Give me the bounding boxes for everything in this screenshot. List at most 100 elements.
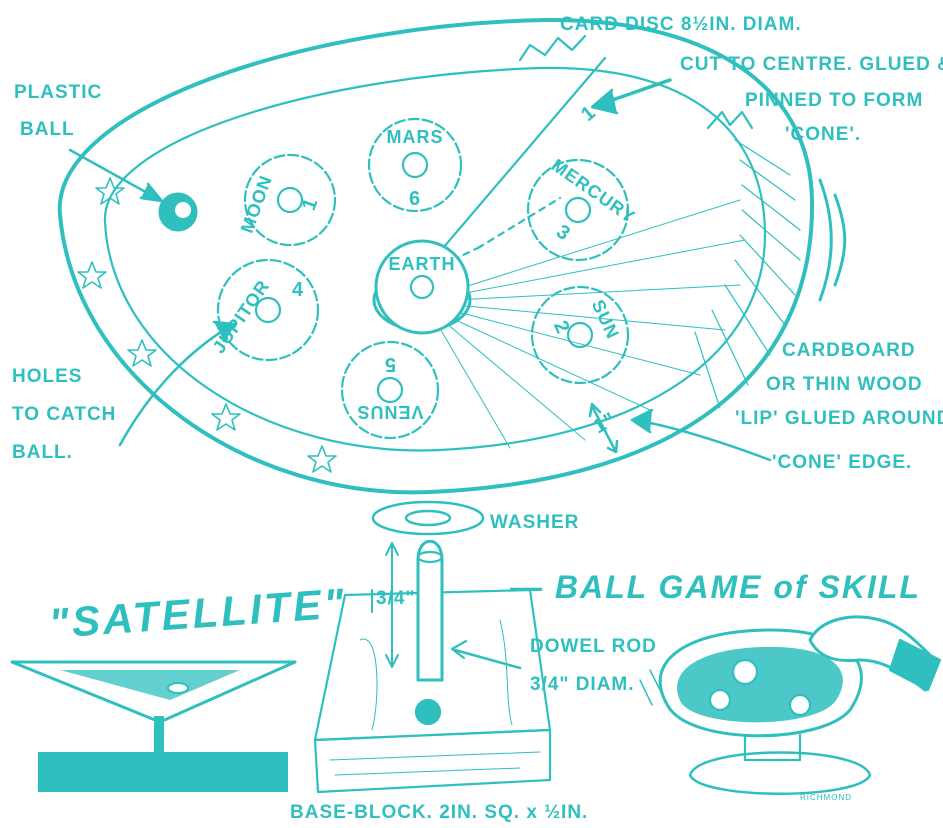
hole-sun: [530, 285, 630, 385]
hole-center: [566, 321, 594, 349]
hole-center: [376, 376, 404, 404]
side-view-ball: [167, 682, 189, 694]
arrowhead-icon: [450, 639, 468, 660]
hole-ring: [367, 117, 463, 213]
hole-label-earth: EARTH: [389, 254, 456, 274]
hole-mercury: [526, 158, 630, 262]
hole-ring: [374, 239, 470, 335]
holes-label-line1: HOLES: [12, 366, 82, 387]
dowel-top: [416, 550, 444, 564]
dowel-label-line1: DOWEL ROD: [530, 636, 657, 657]
cone-shading: [694, 139, 801, 409]
plastic-ball-highlight: [175, 202, 191, 218]
artist-signature: RICHMOND: [800, 793, 852, 802]
holes-label-line2: TO CATCH: [12, 404, 116, 425]
mini-disc-inner: [676, 646, 843, 723]
mini-hole: [708, 688, 732, 712]
rim-motion-lines: [818, 178, 847, 302]
hole-label-venus: VENUS: [356, 402, 423, 422]
hole-jupitor: [216, 258, 320, 362]
washer-label: WASHER: [490, 512, 579, 533]
washer-outer: [371, 500, 485, 536]
dowel-rod: [414, 539, 444, 726]
star-decorations: [77, 177, 337, 473]
radial-fold-lines: [434, 199, 746, 449]
hole-ring: [216, 258, 320, 362]
game-title: "SATELLITE": [47, 579, 348, 647]
washer: [371, 500, 485, 536]
side-view-cone: [10, 660, 297, 724]
lip-label-line4: 'CONE' EDGE.: [772, 452, 912, 473]
star-icon: [95, 177, 125, 205]
hole-center: [254, 296, 282, 324]
arrowhead-icon: [630, 408, 654, 434]
hole-ring: [243, 153, 337, 247]
star-icon: [307, 445, 337, 473]
side-view-cone-shading: [60, 670, 240, 700]
lip-label-line2: OR THIN WOOD: [766, 374, 923, 395]
hole-venus: [340, 340, 440, 440]
lip-label-line1: CARDBOARD: [782, 340, 916, 361]
hole-points-mars: 6: [409, 188, 421, 210]
leader-arrows: [68, 78, 772, 462]
card-disc: [57, 17, 847, 495]
wood-grain: [329, 619, 541, 776]
plastic-ball-label-line2: BALL: [20, 119, 75, 140]
base-block: [313, 588, 552, 794]
arrowhead-icon: [212, 320, 236, 343]
hole-ring: [340, 340, 440, 440]
hole-points-sun: 2: [549, 317, 574, 337]
mini-base: [688, 751, 872, 795]
lip-width-dimension: [590, 404, 617, 452]
star-icon: [127, 339, 157, 367]
arrowhead-icon: [590, 88, 619, 115]
arrow-holes: [118, 323, 234, 447]
holes-label-line3: BALL.: [12, 442, 73, 463]
side-view-base: [38, 752, 288, 792]
game-slogan: — BALL GAME of SKILL: [509, 569, 921, 605]
motion-lines: [639, 669, 666, 706]
hole-points-venus: 5: [384, 353, 396, 375]
hole-points-jupitor: 4: [292, 279, 304, 301]
dowel-label-line2: 3/4" DIAM.: [530, 674, 635, 695]
disc-outer-rim: [57, 17, 815, 495]
lip-label-line3: 'LIP' GLUED AROUND: [735, 408, 943, 429]
hole-mars: [367, 117, 463, 213]
star-icon: [211, 403, 241, 431]
height-label: 3/4": [376, 588, 415, 609]
plastic-ball-label-line1: PLASTIC: [14, 82, 102, 103]
star-icon: [77, 261, 107, 289]
side-view-diagram: [10, 660, 297, 792]
hole-center: [401, 151, 429, 179]
hole-points-moon: 1: [298, 194, 323, 213]
side-view-dowel: [154, 716, 164, 756]
arrowhead-icon: [139, 182, 164, 203]
mini-stand: [743, 733, 802, 762]
hand-cuff: [888, 638, 942, 692]
hole-label-moon: MOON: [237, 172, 276, 235]
card-disc-label-line1: CARD DISC 8½IN. DIAM.: [560, 14, 802, 35]
hole-moon: [243, 153, 337, 247]
disc-inner-rim: [103, 66, 767, 452]
height-dimension: [371, 542, 399, 668]
hole-points-mercury: 3: [552, 221, 575, 246]
arrow-dowel: [453, 648, 522, 670]
base-label: BASE-BLOCK. 2IN. SQ. x ½IN.: [290, 802, 588, 823]
hole-label-mars: MARS: [387, 127, 444, 147]
cut-lines: [418, 56, 607, 277]
arrowhead-icon: [588, 402, 602, 418]
mini-hole: [731, 658, 759, 686]
arrowhead-icon: [606, 439, 619, 454]
dowel-body: [416, 539, 444, 682]
washer-hole: [404, 509, 452, 527]
card-disc-label-line3: PINNED TO FORM: [745, 90, 923, 111]
card-disc-label-line2: CUT TO CENTRE. GLUED &: [680, 54, 943, 75]
hole-ring: [530, 285, 630, 385]
mini-hole: [788, 693, 812, 717]
hole-ring: [526, 158, 630, 262]
dowel-hole: [414, 698, 442, 726]
hole-center: [276, 186, 304, 214]
base-block-front: [313, 728, 552, 794]
card-disc-label-line4: 'CONE'.: [785, 124, 861, 145]
